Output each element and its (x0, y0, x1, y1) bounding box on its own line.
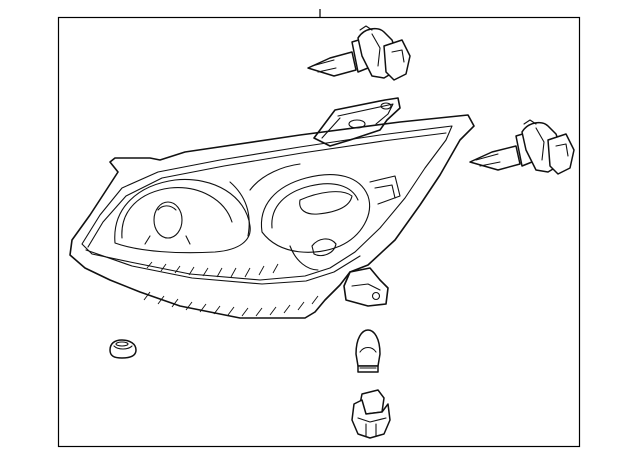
headlamp-assembly[interactable] (69, 97, 475, 319)
turn-signal-bulb[interactable] (355, 329, 381, 373)
housing-outline (69, 114, 475, 319)
diagram-frame (57, 16, 581, 448)
bulb-socket[interactable] (351, 389, 391, 439)
high-beam-bulb[interactable] (307, 25, 411, 81)
high-beam-reflector (249, 163, 401, 271)
lamp-lower-hatching (146, 261, 279, 278)
low-beam-reflector (114, 178, 251, 254)
low-beam-bulb[interactable] (469, 119, 575, 175)
lamp-bottom-hatching (143, 291, 319, 317)
lower-mount-tab (343, 267, 389, 307)
lens-rim (81, 125, 453, 281)
grommet[interactable] (109, 339, 137, 359)
